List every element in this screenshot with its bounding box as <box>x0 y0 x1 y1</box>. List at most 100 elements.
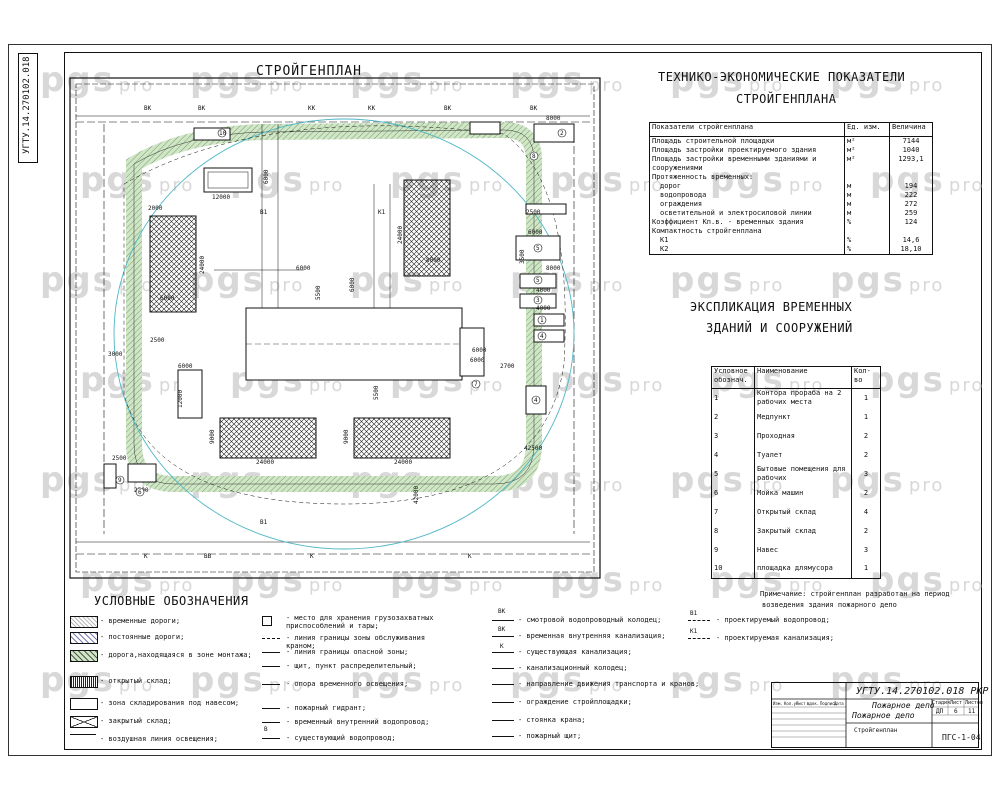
svg-text:5: 5 <box>536 245 540 252</box>
tep-row: Протяженность временных: <box>649 173 933 182</box>
legend-symbol <box>262 616 272 626</box>
legend-item: - существующая канализация; <box>518 648 632 656</box>
svg-text:2700: 2700 <box>500 363 515 370</box>
wash-top <box>469 121 501 135</box>
svg-text:4: 4 <box>540 333 544 340</box>
svg-text:1: 1 <box>540 317 544 324</box>
expl-cell: 7 <box>711 502 755 522</box>
expl-cell: 1 <box>863 412 869 421</box>
legend-item: - пожарный щит; <box>518 732 582 740</box>
tep-cell: 1040 <box>902 146 920 154</box>
expl-cell: 4 <box>863 507 869 516</box>
tep-cell: Площадь застройки временными зданиями и … <box>649 155 845 173</box>
watermark-suffix: pro <box>588 675 625 696</box>
watermark-suffix: pro <box>158 575 195 596</box>
watermark-brand: pgs <box>550 560 625 600</box>
expl-head-qty: Кол-во <box>854 367 871 384</box>
tb-col-head: Подпись <box>820 701 837 706</box>
svg-text:ВК: ВК <box>144 105 152 112</box>
tep-cell: 1293,1 <box>898 155 924 163</box>
expl-cell: Туалет <box>754 445 852 465</box>
svg-text:ВК: ВК <box>198 105 206 112</box>
svg-text:6000: 6000 <box>296 265 311 272</box>
expl-cell: 3 <box>711 426 755 446</box>
svg-text:КК: КК <box>368 105 376 112</box>
tb-stage-head-2: Листов <box>965 700 984 706</box>
legend-symbol <box>70 676 98 688</box>
legend-item: - смотровой водопроводный колодец; <box>518 616 662 624</box>
svg-text:6000: 6000 <box>470 357 485 364</box>
legend-item: - проектируемый водопровод; <box>716 616 830 624</box>
plan-title: СТРОЙГЕНПЛАН <box>256 64 362 79</box>
legend-item: - закрытый склад; <box>100 717 172 725</box>
legend-item: - существующий водопровод; <box>286 734 396 742</box>
legend-symbol <box>70 716 98 728</box>
svg-text:4000: 4000 <box>536 305 551 312</box>
tep-cell: дорог <box>649 182 845 191</box>
svg-text:9000: 9000 <box>343 429 350 444</box>
tb-col-head: Кол.уч <box>784 701 799 706</box>
tep-row: Коэффициент Кп.в. - временных здания%124 <box>649 218 933 227</box>
svg-text:6000: 6000 <box>263 169 270 184</box>
svg-text:24000: 24000 <box>397 226 404 244</box>
watermark-brand: pgs <box>870 360 945 400</box>
watermark-suffix: pro <box>908 275 945 296</box>
expl-cell: площадка длямусора <box>754 559 852 579</box>
svg-text:3000: 3000 <box>108 351 123 358</box>
site-boundary <box>69 77 601 579</box>
expl-cell: 1 <box>863 393 869 402</box>
svg-text:ВК: ВК <box>530 105 538 112</box>
legend-symbol <box>492 668 514 669</box>
tep-cell: м² <box>844 146 890 155</box>
watermark-suffix: pro <box>908 475 945 496</box>
svg-text:2500: 2500 <box>526 209 541 216</box>
expl-cell: Навес <box>754 540 852 560</box>
svg-text:9: 9 <box>118 477 122 484</box>
closed-warehouse-top <box>403 179 451 277</box>
svg-text:42000: 42000 <box>413 486 420 504</box>
svg-text:К: К <box>144 553 148 560</box>
tep-row: К1%14,6 <box>649 236 933 245</box>
expl-cell: 8 <box>711 521 755 541</box>
expl-cell: 2 <box>863 431 869 440</box>
legend-symbol <box>262 722 280 723</box>
legend-item: - направление движения транспорта и кран… <box>518 680 700 688</box>
tep-cell: м <box>844 182 890 191</box>
crane-zone <box>113 118 575 550</box>
svg-text:6: 6 <box>138 489 142 496</box>
svg-text:7: 7 <box>474 381 478 388</box>
tep-cell: м² <box>844 136 890 146</box>
legend-item: - проектируемая канализация; <box>716 634 835 642</box>
tep-cell: 272 <box>904 200 918 208</box>
legend-symbol <box>70 650 98 662</box>
watermark-suffix: pro <box>908 75 945 96</box>
expl-cell: 3 <box>863 545 869 554</box>
expl-cell: 4 <box>711 445 755 465</box>
legend-symbol <box>688 638 710 639</box>
expl-title-2: ЗДАНИЙ И СООРУЖЕНИЙ <box>706 321 853 335</box>
tep-row: Площадь застройки временными зданиями и … <box>649 155 933 173</box>
legend-symbol <box>492 702 514 703</box>
watermark-suffix: pro <box>628 375 665 396</box>
site-plan: 12000 6000 2000 24000 6000 24000 8000 60… <box>69 77 601 579</box>
svg-text:К: К <box>310 553 314 560</box>
watermark-suffix: pro <box>268 275 305 296</box>
expl-cell: 2 <box>863 526 869 535</box>
watermark-suffix: pro <box>268 675 305 696</box>
tep-title-1: ТЕХНИКО-ЭКОНОМИЧЕСКИЕ ПОКАЗАТЕЛИ <box>658 70 906 84</box>
svg-text:8000: 8000 <box>546 265 561 272</box>
watermark-suffix: pro <box>308 175 345 196</box>
expl-cell: 3 <box>863 469 869 478</box>
